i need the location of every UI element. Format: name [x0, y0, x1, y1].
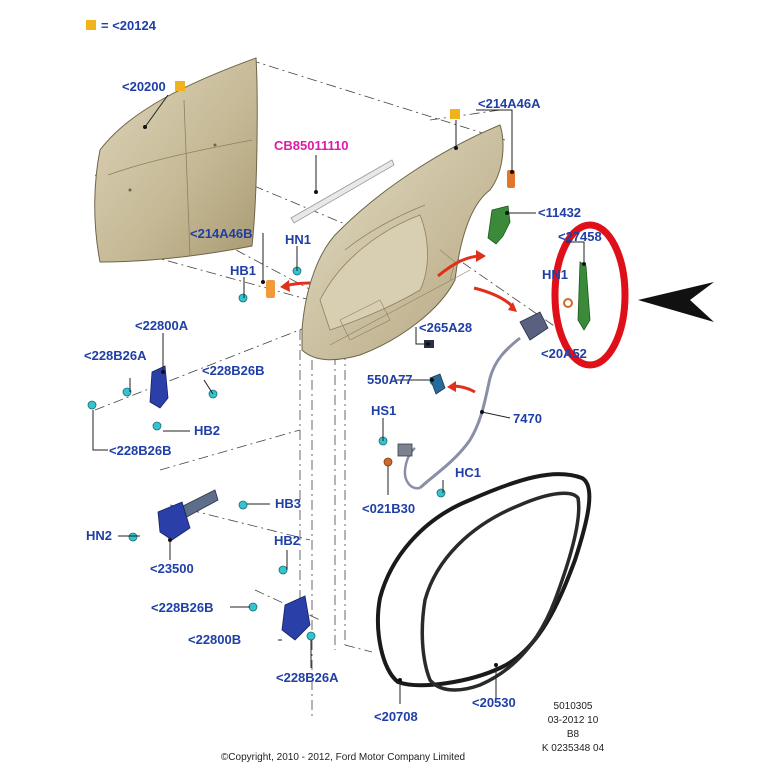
- orange-square-icon: [175, 81, 185, 91]
- door-inner-frame: [301, 124, 504, 361]
- orange-square-icon: [450, 109, 460, 119]
- black-arrowhead-pointer-icon: [638, 282, 714, 322]
- label-lower-hinge: <22800B: [188, 632, 241, 647]
- label-hc1: HC1: [455, 465, 481, 480]
- reference-line-3: B8: [567, 729, 580, 740]
- label-weatherstrip: CB85011110: [274, 138, 348, 153]
- lower-hinge: [281, 595, 311, 641]
- label-hn2: HN2: [86, 528, 112, 543]
- label-seal-20708: <20708: [374, 709, 418, 724]
- pad-lower: [266, 280, 275, 298]
- door-seals: [376, 472, 592, 692]
- reference-line-4: K 0235348 04: [542, 743, 605, 754]
- label-rod-27458: <27458: [558, 229, 602, 244]
- label-upper-hinge: <22800A: [135, 318, 189, 333]
- highlight-circle: [551, 221, 629, 369]
- label-hn1-right: HN1: [542, 267, 568, 282]
- label-bolt-228b26b-left: <228B26B: [109, 443, 172, 458]
- label-seal-20530: <20530: [472, 695, 516, 710]
- reference-line-1: 5010305: [554, 701, 593, 712]
- legend-label: = <20124: [101, 18, 157, 33]
- label-grommet-021b30: <021B30: [362, 501, 415, 516]
- label-hb1: HB1: [230, 263, 256, 278]
- copyright-notice: ©Copyright, 2010 - 2012, Ford Motor Comp…: [221, 752, 465, 763]
- upper-hinge: [149, 365, 169, 409]
- pad-upper: [507, 170, 515, 188]
- label-door-skin: <20200: [122, 79, 166, 94]
- door-outer-skin: [94, 57, 258, 263]
- label-hb3: HB3: [275, 496, 301, 511]
- label-hb2-lower: HB2: [274, 533, 300, 548]
- label-hn1-top: HN1: [285, 232, 311, 247]
- label-clip-265a28: <265A28: [419, 320, 472, 335]
- leader-dots: [143, 125, 586, 682]
- label-clip-20a52: <20A52: [541, 346, 587, 361]
- door-check: [157, 489, 219, 541]
- red-direction-arrows: [280, 250, 517, 394]
- label-bolt-228b26a-top: <228B26A: [84, 348, 147, 363]
- label-cable-7470: 7470: [513, 411, 542, 426]
- label-pad-lower: <214A46B: [190, 226, 253, 241]
- bracket-11432: [487, 205, 511, 245]
- label-bolt-228b26a-lower: <228B26A: [276, 670, 339, 685]
- label-bolt-228b26b-lower: <228B26B: [151, 600, 214, 615]
- label-bolt-228b26b-top: <228B26B: [202, 363, 265, 378]
- label-door-check-23500: <23500: [150, 561, 194, 576]
- belt-weatherstrip: [290, 159, 395, 224]
- latch-cable-assembly: [397, 311, 549, 490]
- label-handle-550a77: 550A77: [367, 372, 413, 387]
- label-pad-upper: <214A46A: [478, 96, 541, 111]
- label-hs1: HS1: [371, 403, 396, 418]
- label-hb2-upper: HB2: [194, 423, 220, 438]
- orange-square-icon: [86, 20, 96, 30]
- leader-lines: [92, 94, 585, 704]
- label-bracket-11432: <11432: [538, 205, 581, 220]
- reference-line-2: 03-2012 10: [548, 715, 599, 726]
